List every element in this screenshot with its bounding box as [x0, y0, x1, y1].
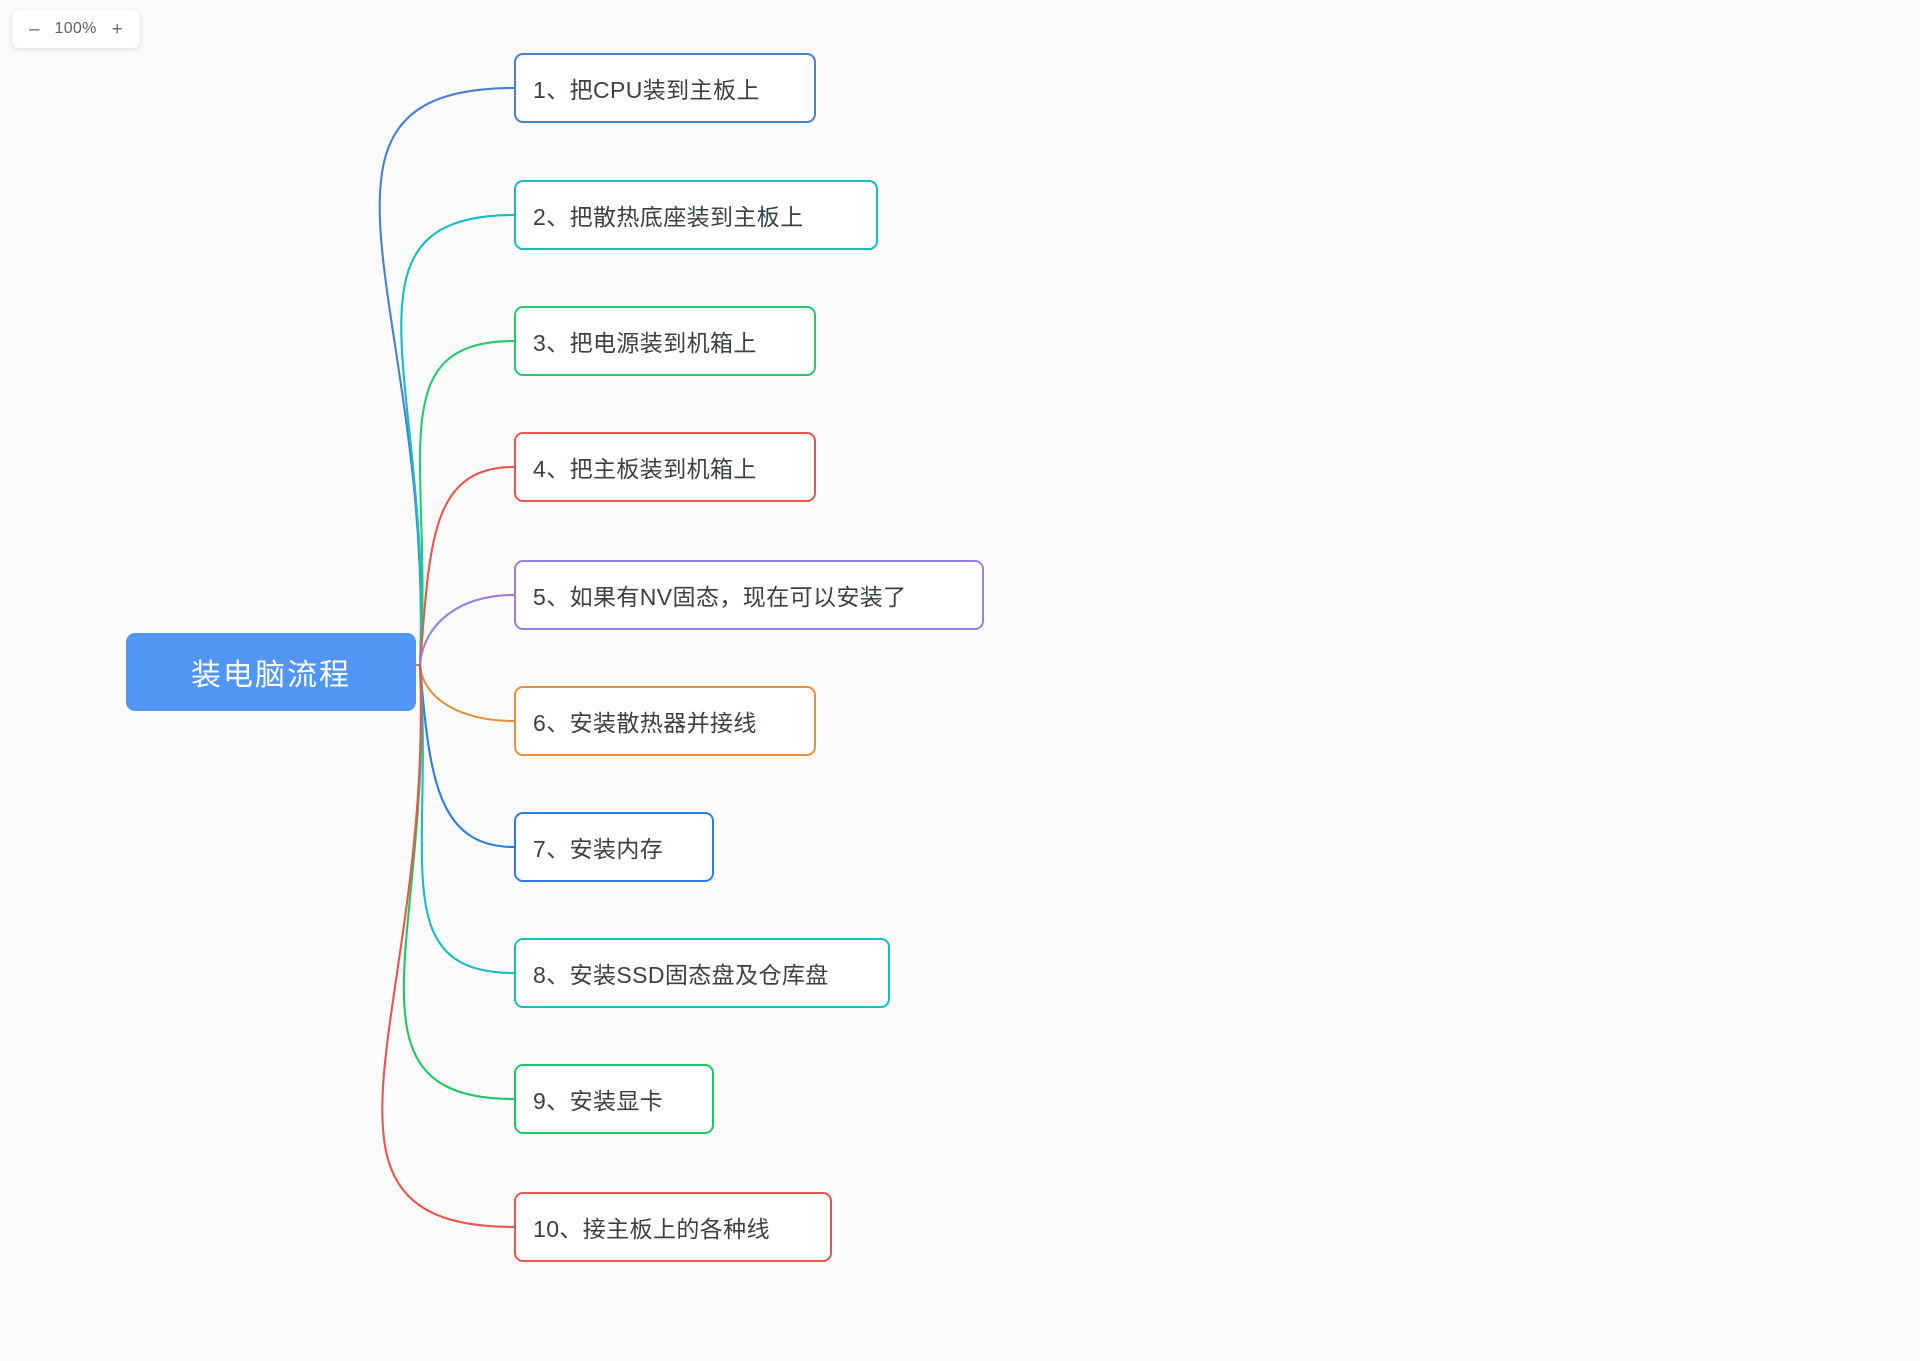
connector-branch-2 — [400, 213, 516, 667]
root-node[interactable]: 装电脑流程 — [126, 633, 416, 711]
connector-branch-6 — [418, 663, 516, 723]
topic-node-10[interactable]: 10、接主板上的各种线 — [514, 1192, 832, 1262]
connector-branch-1 — [378, 86, 516, 667]
topic-node-label: 3、把电源装到机箱上 — [533, 330, 757, 356]
topic-node-6[interactable]: 6、安装散热器并接线 — [514, 686, 816, 756]
connector-branch-7 — [418, 663, 516, 849]
connector-branch-10 — [381, 663, 516, 1229]
topic-node-3[interactable]: 3、把电源装到机箱上 — [514, 306, 816, 376]
topic-node-4[interactable]: 4、把主板装到机箱上 — [514, 432, 816, 502]
connector-branch-8 — [418, 663, 516, 975]
topic-node-label: 1、把CPU装到主板上 — [533, 77, 760, 103]
topic-node-1[interactable]: 1、把CPU装到主板上 — [514, 53, 816, 123]
topic-node-5[interactable]: 5、如果有NV固态，现在可以安装了 — [514, 560, 984, 630]
connector-branch-3 — [418, 339, 516, 667]
topic-node-label: 8、安装SSD固态盘及仓库盘 — [533, 962, 829, 988]
zoom-out-button[interactable]: – — [26, 19, 43, 40]
topic-node-label: 5、如果有NV固态，现在可以安装了 — [533, 584, 907, 610]
connector-branch-4 — [418, 465, 516, 667]
topic-node-7[interactable]: 7、安装内存 — [514, 812, 714, 882]
connector-branch-5 — [418, 593, 516, 667]
topic-node-label: 4、把主板装到机箱上 — [533, 456, 757, 482]
topic-node-label: 10、接主板上的各种线 — [533, 1216, 770, 1242]
zoom-in-button[interactable]: + — [109, 19, 126, 40]
zoom-control[interactable]: – 100% + — [12, 10, 140, 48]
topic-node-label: 2、把散热底座装到主板上 — [533, 204, 804, 230]
connector-branch-9 — [402, 663, 516, 1101]
topic-node-label: 7、安装内存 — [533, 836, 664, 862]
topic-node-label: 9、安装显卡 — [533, 1088, 664, 1114]
topic-node-label: 6、安装散热器并接线 — [533, 710, 757, 736]
root-node-label: 装电脑流程 — [191, 659, 351, 692]
topic-node-8[interactable]: 8、安装SSD固态盘及仓库盘 — [514, 938, 890, 1008]
zoom-level-label: 100% — [54, 20, 97, 37]
topic-node-9[interactable]: 9、安装显卡 — [514, 1064, 714, 1134]
topic-node-2[interactable]: 2、把散热底座装到主板上 — [514, 180, 878, 250]
